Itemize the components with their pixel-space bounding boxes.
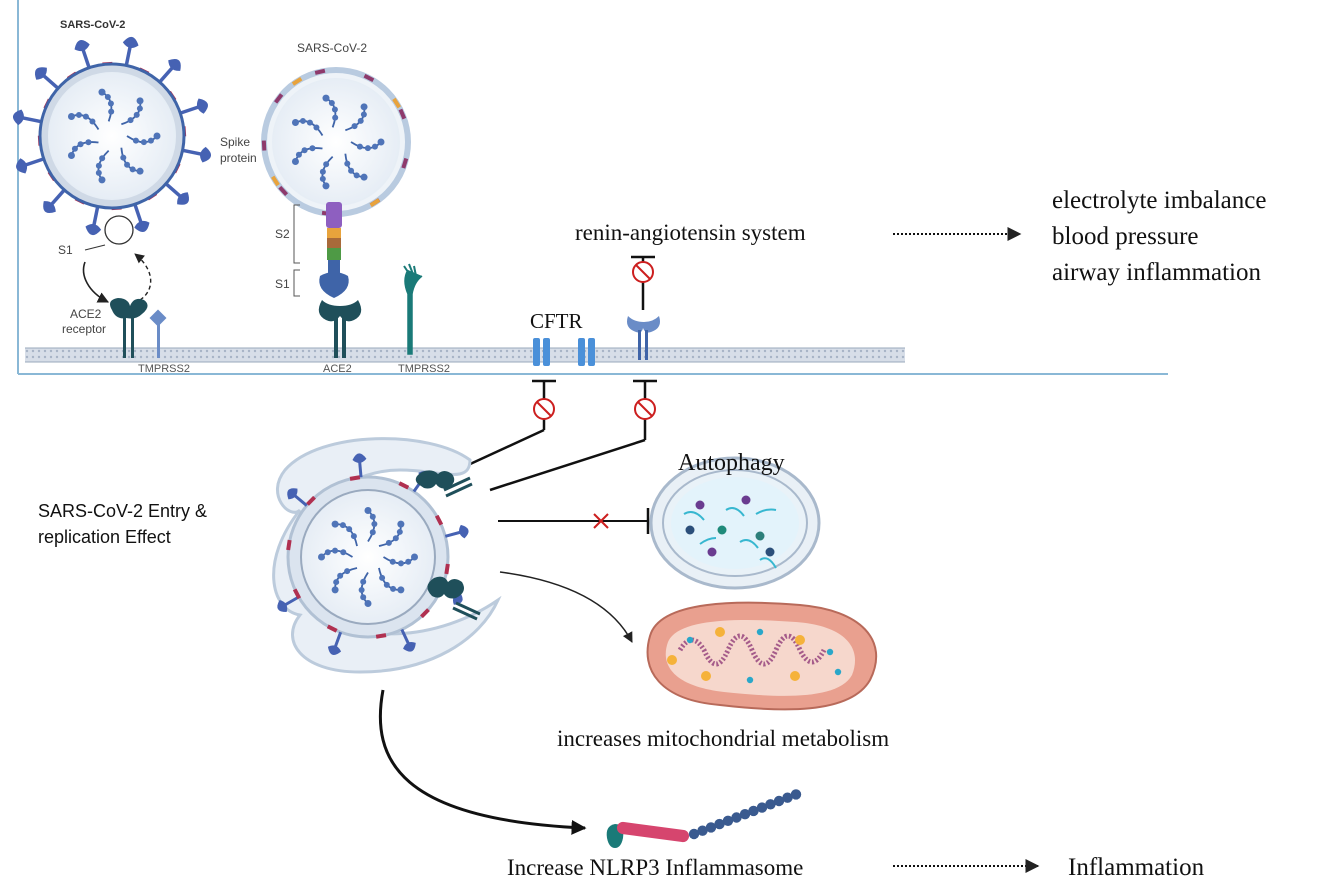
ras-inhibition-mark <box>631 255 655 310</box>
ace2-receptor-icon <box>318 300 362 358</box>
rna-genome-icon <box>318 507 418 607</box>
binding-arrow <box>82 261 110 303</box>
angiotensin-receptor-icon <box>627 316 660 360</box>
s1-label-mid: S1 <box>275 277 290 291</box>
nlrp3-arrow <box>378 689 587 835</box>
spike-icon-group <box>277 453 469 655</box>
nlrp3-label: Increase NLRP3 Inflammasome <box>507 855 803 880</box>
spike-protein-icon <box>319 202 349 298</box>
mitochondrion-icon <box>646 601 878 711</box>
s1-highlight-circle <box>104 215 134 245</box>
cftr-link-line <box>467 428 545 467</box>
effect-blood-pressure: blood pressure <box>1052 223 1199 250</box>
inflammation-label: Inflammation <box>1068 854 1205 881</box>
rna-genome-icon <box>291 94 385 190</box>
ace2-receptor-icon <box>415 470 473 498</box>
cell-surface-frame <box>17 0 1168 375</box>
autophagy-label: Autophagy <box>678 450 785 476</box>
rna-genome-icon <box>67 88 161 184</box>
ace2-receptor-icon <box>427 576 481 621</box>
receptor-inhibition-mark <box>633 379 657 440</box>
tmprss2-label-left: TMPRSS2 <box>138 363 190 375</box>
ace2-label-left-2: receptor <box>62 322 106 336</box>
mito-arrow <box>499 571 633 643</box>
effect-airway-inflammation: airway inflammation <box>1052 259 1261 286</box>
receptor-link-line <box>489 438 646 492</box>
cftr-channel-icon <box>533 338 595 366</box>
autophagosome-icon <box>649 456 821 590</box>
sars-cov-2-virion-middle: SARS-CoV-2 Spike protein S2 S1 ACE2 <box>220 41 450 375</box>
spike-label-2: protein <box>220 151 257 165</box>
virus-mid-title: SARS-CoV-2 <box>297 41 367 55</box>
s2-label: S2 <box>275 227 290 241</box>
cftr-inhibition-mark <box>532 379 556 430</box>
endosome-virion <box>272 437 502 674</box>
cell-membrane <box>25 347 905 363</box>
cftr-label: CFTR <box>530 309 583 333</box>
ace2-receptor-icon <box>110 298 148 358</box>
entry-label-2: replication Effect <box>38 527 171 547</box>
virus-left-title: SARS-CoV-2 <box>60 19 125 31</box>
tmprss2-icon-mid <box>403 263 423 355</box>
tmprss2-icon-left <box>149 309 167 358</box>
ace2-label-left-1: ACE2 <box>70 307 102 321</box>
spike-label-1: Spike <box>220 135 250 149</box>
mito-label: increases mitochondrial metabolism <box>557 726 889 751</box>
tmprss2-label-mid: TMPRSS2 <box>398 363 450 375</box>
s1-label-left: S1 <box>58 243 73 257</box>
release-arrow <box>134 253 152 301</box>
sars-cov-2-virion-left: SARS-CoV-2 S1 ACE2 receptor TMPRSS2 <box>13 19 211 375</box>
ace2-label-mid: ACE2 <box>323 363 352 375</box>
ras-label: renin-angiotensin system <box>575 220 806 245</box>
nlrp3-inflammasome-icon <box>606 789 802 848</box>
entry-label-1: SARS-CoV-2 Entry & <box>38 501 207 521</box>
effect-electrolyte: electrolyte imbalance <box>1052 187 1266 214</box>
